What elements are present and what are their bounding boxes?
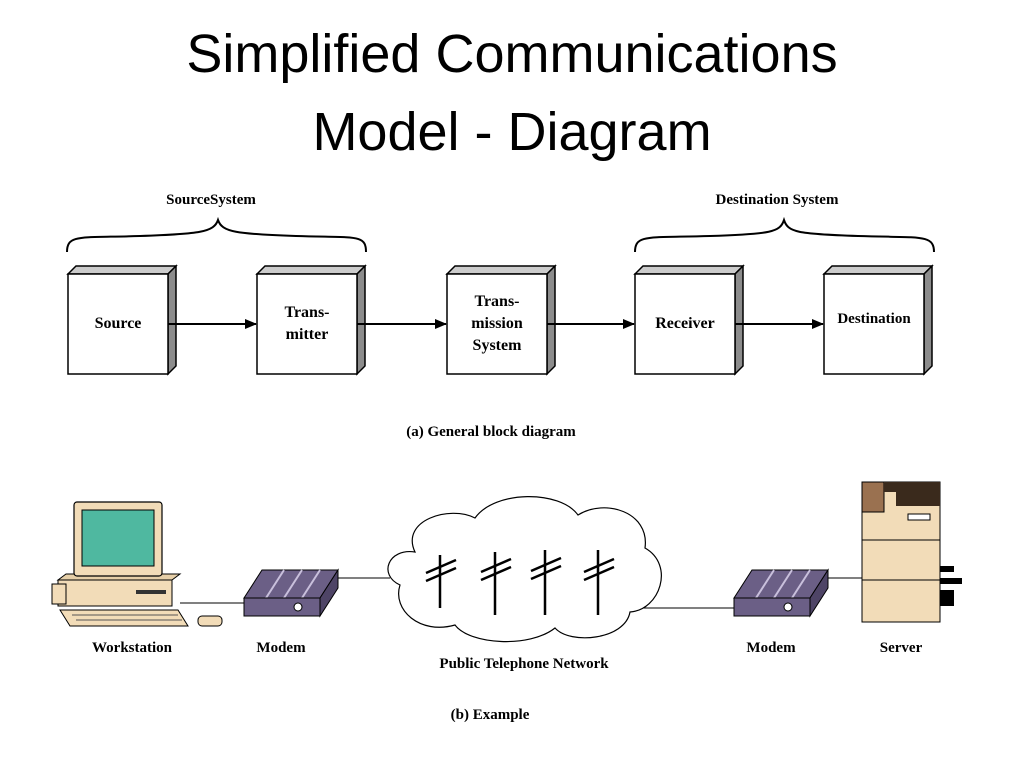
slide-title-line-1: Simplified Communications xyxy=(186,24,838,84)
modem-right-label: Modem xyxy=(746,640,796,656)
source-system-label: SourceSystem xyxy=(166,192,256,208)
block-receiver-box xyxy=(633,264,745,376)
block-destination-box xyxy=(822,264,934,376)
workstation-icon xyxy=(51,501,223,627)
modem-left-label: Modem xyxy=(256,640,306,656)
block-transmitter-label: Trans- mitter xyxy=(284,304,330,343)
slide-title-line-2: Model - Diagram xyxy=(312,102,712,162)
server-label: Server xyxy=(879,640,923,656)
destination-system-brace xyxy=(634,216,935,253)
block-transmission-system-label: Trans- mission System xyxy=(471,293,523,354)
block-source-box xyxy=(66,264,178,376)
caption-a: (a) General block diagram xyxy=(406,424,576,440)
telephone-network-cloud-icon xyxy=(387,496,662,643)
source-system-brace xyxy=(66,216,367,253)
block-transmission-system-box xyxy=(445,264,557,376)
workstation-label: Workstation xyxy=(91,640,173,656)
block-destination-label: Destination xyxy=(837,311,911,327)
network-label: Public Telephone Network xyxy=(439,656,609,672)
modem-right-icon xyxy=(733,568,829,618)
server-icon xyxy=(861,481,962,623)
block-transmitter-box xyxy=(255,264,367,376)
caption-b: (b) Example xyxy=(450,707,530,723)
block-receiver-label: Receiver xyxy=(655,315,715,332)
block-source-label: Source xyxy=(94,315,142,332)
destination-system-label: Destination System xyxy=(715,192,839,208)
modem-left-icon xyxy=(243,568,339,618)
